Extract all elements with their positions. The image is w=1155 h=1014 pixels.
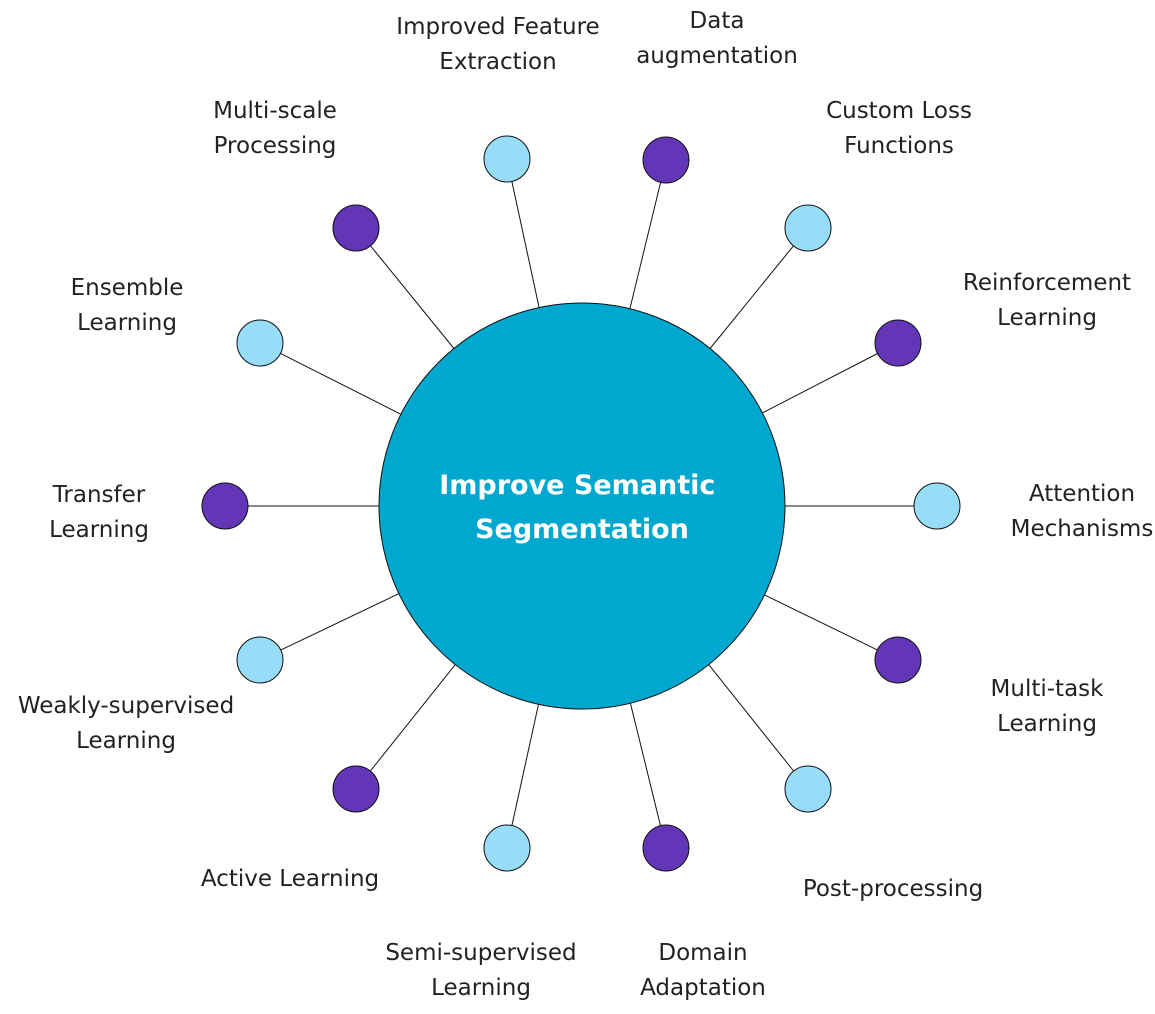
label-multi-task-learning-line-2: Learning bbox=[997, 711, 1097, 737]
label-data-augmentation-line-2: augmentation bbox=[636, 43, 798, 69]
connector-data-augmentation bbox=[629, 182, 662, 309]
node-active-learning bbox=[332, 765, 380, 813]
label-multi-scale-processing-line-1: Multi-scale bbox=[213, 98, 337, 124]
connector-multi-scale-processing bbox=[370, 245, 455, 349]
label-domain-adaptation-line-1: Domain bbox=[658, 940, 747, 966]
label-weakly-supervised-learning-line-1: Weakly-supervised bbox=[18, 693, 234, 719]
node-improved-feature-extraction bbox=[483, 135, 531, 183]
label-ensemble-learning-line-1: Ensemble bbox=[71, 275, 184, 301]
label-data-augmentation-line-1: Data bbox=[690, 8, 745, 34]
node-post-processing bbox=[784, 765, 832, 813]
node-semi-supervised-learning bbox=[483, 824, 531, 872]
label-multi-scale-processing-line-2: Processing bbox=[214, 133, 337, 159]
label-ensemble-learning-line-2: Learning bbox=[77, 310, 177, 336]
label-post-processing-line-1: Post-processing bbox=[803, 876, 983, 902]
connector-domain-adaptation bbox=[629, 702, 661, 826]
connector-post-processing bbox=[708, 664, 794, 772]
label-semi-supervised-learning-line-1: Semi-supervised bbox=[385, 940, 576, 966]
label-active-learning: Active Learning bbox=[201, 866, 379, 892]
node-custom-loss-functions bbox=[784, 204, 832, 252]
node-attention-mechanisms bbox=[913, 482, 961, 530]
label-transfer-learning-line-1: Transfer bbox=[52, 482, 146, 508]
node-domain-adaptation bbox=[642, 824, 690, 872]
label-attention-mechanisms-line-2: Mechanisms bbox=[1011, 516, 1154, 542]
label-custom-loss-functions-line-1: Custom Loss bbox=[826, 98, 972, 124]
label-active-learning-line-1: Active Learning bbox=[201, 866, 379, 892]
node-weakly-supervised-learning bbox=[236, 636, 284, 684]
label-multi-task-learning-line-1: Multi-task bbox=[991, 676, 1105, 702]
node-multi-task-learning bbox=[874, 636, 922, 684]
label-data-augmentation: Data augmentation bbox=[636, 8, 798, 69]
label-improved-feature-extraction-line-2: Extraction bbox=[439, 49, 556, 75]
branch-nodes bbox=[201, 135, 961, 872]
connector-weakly-supervised-learning bbox=[280, 593, 400, 651]
node-multi-scale-processing bbox=[332, 204, 380, 252]
node-reinforcement-learning bbox=[874, 319, 922, 367]
connector-custom-loss-functions bbox=[709, 245, 794, 349]
label-post-processing: Post-processing bbox=[803, 876, 983, 902]
central-topic-line-2: Segmentation bbox=[475, 514, 689, 545]
label-improved-feature-extraction-line-1: Improved Feature bbox=[396, 14, 599, 40]
connector-reinforcement-learning bbox=[762, 353, 878, 414]
node-ensemble-learning bbox=[236, 319, 284, 367]
connector-lines bbox=[248, 181, 914, 826]
label-custom-loss-functions-line-2: Functions bbox=[844, 133, 954, 159]
label-reinforcement-learning-line-2: Learning bbox=[997, 305, 1097, 331]
connector-active-learning bbox=[370, 664, 456, 772]
connector-improved-feature-extraction bbox=[511, 181, 540, 308]
node-data-augmentation bbox=[642, 136, 690, 184]
central-topic-label: Improve Semantic Segmentation bbox=[439, 470, 725, 545]
label-semi-supervised-learning-line-2: Learning bbox=[431, 975, 531, 1001]
label-attention-mechanisms-line-1: Attention bbox=[1029, 481, 1135, 507]
central-topic-circle bbox=[378, 302, 786, 710]
connector-multi-task-learning bbox=[764, 594, 878, 651]
node-transfer-learning bbox=[201, 482, 249, 530]
label-domain-adaptation-line-2: Adaptation bbox=[640, 975, 766, 1001]
label-reinforcement-learning-line-1: Reinforcement bbox=[963, 270, 1131, 296]
connector-semi-supervised-learning bbox=[511, 704, 539, 826]
label-weakly-supervised-learning-line-2: Learning bbox=[76, 728, 176, 754]
connector-ensemble-learning bbox=[280, 352, 402, 415]
label-transfer-learning-line-2: Learning bbox=[49, 517, 149, 543]
central-topic-line-1: Improve Semantic bbox=[439, 470, 715, 501]
